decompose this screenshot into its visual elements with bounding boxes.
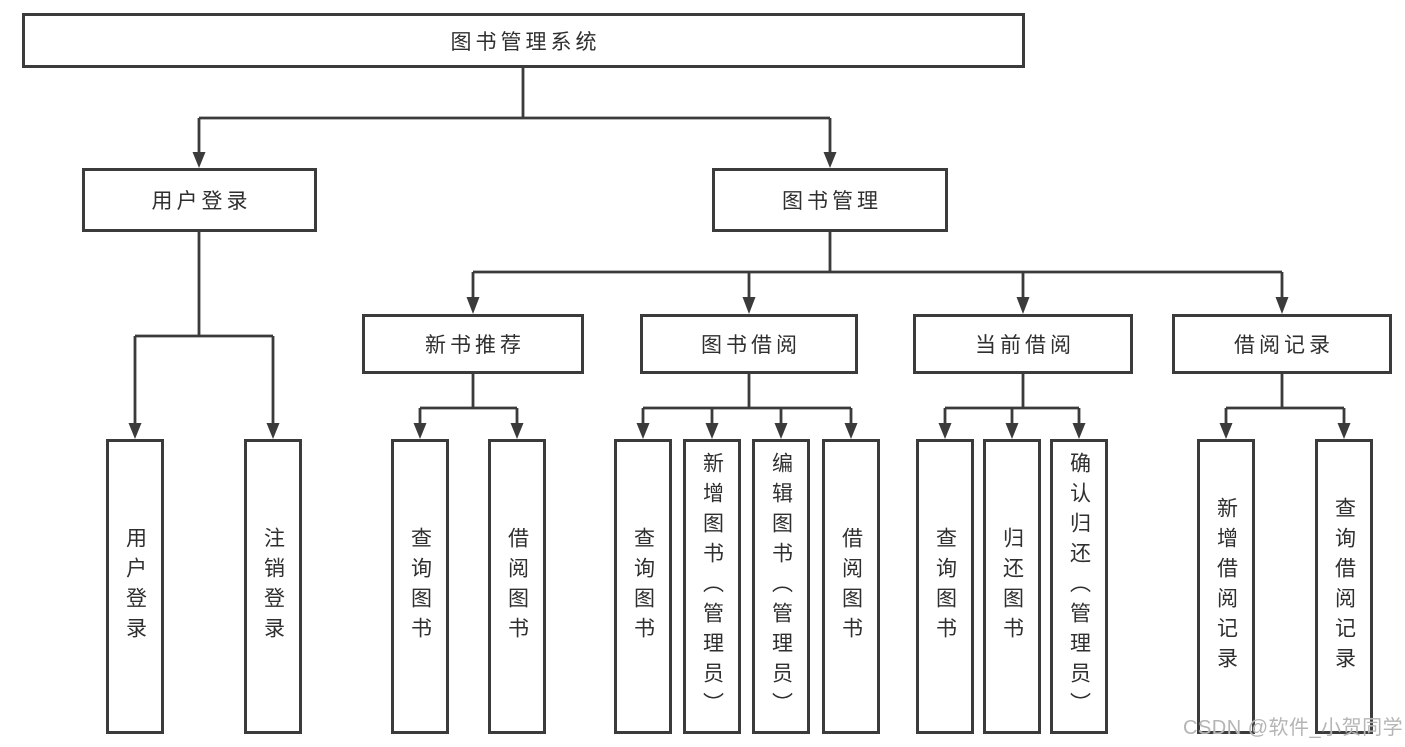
leaf-br-add-borrow-record: 新增借阅记录 [1197,439,1255,734]
leaf-bb-add-books-admin: 新增图书（管理员） [683,439,741,734]
node-book-management: 图书管理 [712,168,948,232]
node-borrow-records: 借阅记录 [1172,314,1392,374]
leaf-bb-borrow-books: 借阅图书 [822,439,880,734]
leaf-br-add-borrow-record-label: 新增借阅记录 [1214,496,1238,677]
leaf-cb-confirm-return-admin-label: 确认归还（管理员） [1067,451,1091,722]
leaf-br-query-borrow-record: 查询借阅记录 [1315,439,1373,734]
leaf-nbr-borrow-books-label: 借阅图书 [505,526,529,647]
node-root-system: 图书管理系统 [22,13,1025,68]
leaf-nbr-borrow-books: 借阅图书 [488,439,546,734]
leaf-bb-query-books: 查询图书 [614,439,672,734]
leaf-bb-borrow-books-label: 借阅图书 [839,526,863,647]
node-user-login: 用户登录 [82,168,317,232]
leaf-cb-return-books-label: 归还图书 [1000,526,1024,647]
leaf-cb-return-books: 归还图书 [983,439,1041,734]
leaf-user-login-label: 用户登录 [123,526,147,647]
leaf-bb-edit-books-admin-label: 编辑图书（管理员） [769,451,793,722]
leaf-bb-edit-books-admin: 编辑图书（管理员） [752,439,810,734]
leaf-cb-query-books-label: 查询图书 [933,526,957,647]
leaf-logout-label: 注销登录 [261,526,285,647]
leaf-cb-confirm-return-admin: 确认归还（管理员） [1050,439,1108,734]
leaf-bb-add-books-admin-label: 新增图书（管理员） [700,451,724,722]
leaf-br-query-borrow-record-label: 查询借阅记录 [1332,496,1356,677]
leaf-user-login: 用户登录 [106,439,164,734]
node-new-book-recommend: 新书推荐 [362,314,584,374]
leaf-cb-query-books: 查询图书 [916,439,974,734]
leaf-bb-query-books-label: 查询图书 [631,526,655,647]
leaf-nbr-query-books-label: 查询图书 [408,526,432,647]
node-book-borrowing: 图书借阅 [640,314,858,374]
leaf-nbr-query-books: 查询图书 [391,439,449,734]
csdn-watermark: CSDN @软件_小贺同学 [1183,717,1404,739]
node-current-borrowing: 当前借阅 [913,314,1133,374]
leaf-logout: 注销登录 [244,439,302,734]
